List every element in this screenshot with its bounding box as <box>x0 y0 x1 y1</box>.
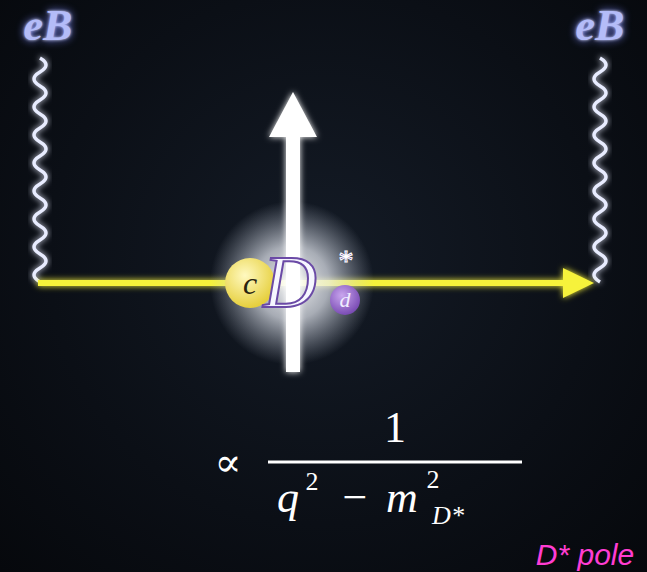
meson: cD * d <box>220 230 370 340</box>
charm-quark: c <box>243 267 257 299</box>
field-label: eB <box>24 4 73 48</box>
spin-arrow <box>269 92 317 372</box>
antiquark-ball <box>330 285 360 315</box>
exponent: 2 <box>427 467 440 493</box>
pole-note: D* pole <box>536 540 634 570</box>
momentum-symbol: q <box>277 476 299 520</box>
exponent: 2 <box>306 469 319 495</box>
photon-line <box>594 58 606 282</box>
excited-mark: * <box>339 245 354 275</box>
mass-symbol: m <box>386 476 418 520</box>
meson-symbol: D <box>263 245 316 319</box>
numerator: 1 <box>384 406 406 450</box>
photon-line <box>34 58 46 282</box>
proportional-sign: ∝ <box>214 442 241 482</box>
field-label: eB <box>576 4 625 48</box>
minus-sign: − <box>343 476 368 520</box>
down-antiquark: d <box>340 289 351 311</box>
mass-subscript: D* <box>432 503 464 529</box>
fraction-bar <box>268 461 522 464</box>
